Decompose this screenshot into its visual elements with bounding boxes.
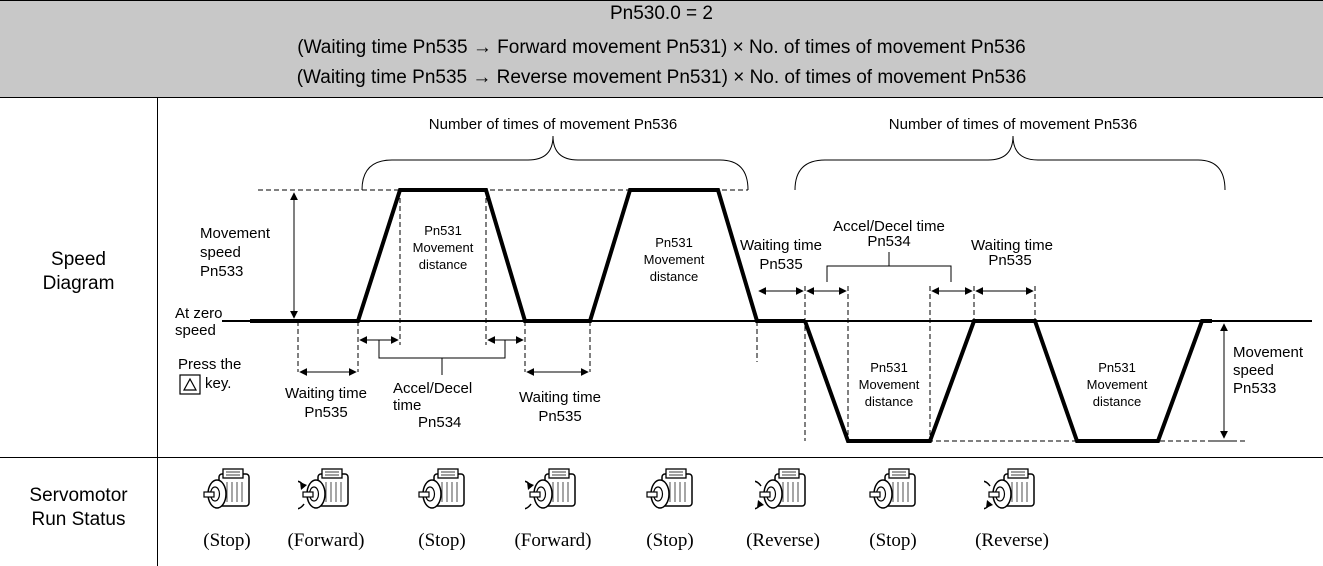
- run-status-label: (Forward): [514, 530, 592, 551]
- waiting-time-label-2: Waiting time Pn535: [519, 389, 601, 425]
- svg-text:speed: speed: [200, 244, 241, 261]
- svg-text:Pn534: Pn534: [867, 233, 910, 250]
- header-title-bar: Pn530.0 = 2: [0, 0, 1323, 28]
- reverse-brace-label: Number of times of movement Pn536: [889, 116, 1137, 133]
- svg-text:Pn535: Pn535: [538, 408, 581, 425]
- servomotor-icon: [984, 468, 1035, 510]
- svg-text:Pn533: Pn533: [200, 263, 243, 280]
- svg-text:Movement: Movement: [644, 252, 705, 267]
- svg-text:Pn531: Pn531: [870, 360, 908, 375]
- row-label-speed-diagram: Speed Diagram: [42, 249, 115, 294]
- accel-decel-label-left: Accel/Decel time Pn534: [393, 380, 472, 431]
- at-zero-speed-label: At zero speed: [175, 305, 223, 339]
- movement-distance-label-1: Pn531 Movement distance: [413, 223, 474, 272]
- waiting-time-label-3: Waiting time Pn535: [740, 237, 822, 273]
- run-status-label: (Forward): [287, 530, 365, 551]
- movement-distance-label-3: Pn531 Movement distance: [859, 360, 920, 409]
- press-key-label: Press the key.: [178, 356, 241, 392]
- accel-bracket-right: [826, 252, 952, 282]
- svg-text:Movement: Movement: [413, 240, 474, 255]
- svg-text:Waiting time: Waiting time: [740, 237, 822, 254]
- row-label-run-status: Servomotor Run Status: [29, 485, 128, 530]
- svg-text:Press the: Press the: [178, 356, 241, 373]
- row-divider: [0, 457, 1323, 458]
- svg-text:Movement: Movement: [1233, 344, 1304, 361]
- svg-text:distance: distance: [650, 269, 698, 284]
- forward-brace: [361, 135, 749, 191]
- movement-distance-label-4: Pn531 Movement distance: [1087, 360, 1148, 409]
- movement-speed-label-right: Movement speed Pn533: [1233, 344, 1304, 397]
- svg-text:Waiting time: Waiting time: [971, 237, 1053, 254]
- svg-text:distance: distance: [865, 394, 913, 409]
- svg-text:distance: distance: [1093, 394, 1141, 409]
- run-status-label: (Reverse): [975, 530, 1049, 551]
- svg-text:At zero: At zero: [175, 305, 223, 322]
- accel-bracket-left: [378, 340, 506, 375]
- header-formula-bar: (Waiting time Pn535 → Forward movement P…: [0, 27, 1323, 98]
- svg-text:Pn535: Pn535: [988, 252, 1031, 269]
- reverse-brace: [794, 135, 1226, 191]
- run-status-label: (Stop): [418, 530, 466, 551]
- svg-text:Accel/Decel: Accel/Decel: [393, 380, 472, 397]
- svg-text:distance: distance: [419, 257, 467, 272]
- row-label-divider: [157, 97, 158, 566]
- servomotor-icon: [525, 468, 576, 510]
- dashed-guides: [258, 189, 1245, 442]
- svg-text:key.: key.: [205, 375, 231, 392]
- servomotor-icon: [755, 468, 806, 510]
- servomotor-icon: [646, 468, 693, 509]
- svg-text:Movement: Movement: [859, 377, 920, 392]
- accel-decel-label-right: Accel/Decel time Pn534: [833, 218, 945, 250]
- run-status-label: (Stop): [869, 530, 917, 551]
- run-status-label: (Reverse): [746, 530, 820, 551]
- forward-brace-label: Number of times of movement Pn536: [429, 116, 677, 133]
- svg-text:speed: speed: [175, 322, 216, 339]
- servomotor-icon: [869, 468, 916, 509]
- movement-distance-label-2: Pn531 Movement distance: [644, 235, 705, 284]
- waiting-time-label-4: Waiting time Pn535: [971, 237, 1053, 269]
- run-status-label: (Stop): [646, 530, 694, 551]
- svg-text:Waiting time: Waiting time: [519, 389, 601, 406]
- header-formula-forward: (Waiting time Pn535 → Forward movement P…: [297, 37, 1026, 58]
- svg-text:Pn535: Pn535: [304, 404, 347, 421]
- servomotor-icon: [298, 468, 349, 510]
- movement-speed-label-left: Movement speed Pn533: [200, 225, 271, 280]
- up-key-icon: [179, 374, 201, 395]
- header-formula-reverse: (Waiting time Pn535 → Reverse movement P…: [296, 67, 1027, 88]
- svg-text:Movement: Movement: [200, 225, 271, 242]
- svg-text:Waiting time: Waiting time: [285, 385, 367, 402]
- servomotor-icon: [418, 468, 465, 509]
- svg-text:Pn531: Pn531: [655, 235, 693, 250]
- header-title: Pn530.0 = 2: [609, 3, 713, 24]
- waiting-time-label-1: Waiting time Pn535: [285, 385, 367, 421]
- svg-text:time: time: [393, 397, 421, 414]
- servomotor-icon: [203, 468, 250, 509]
- speed-profile-forward: [250, 188, 805, 323]
- svg-text:Accel/Decel time: Accel/Decel time: [833, 218, 945, 235]
- svg-text:Pn533: Pn533: [1233, 380, 1276, 397]
- svg-text:Pn535: Pn535: [759, 256, 802, 273]
- svg-text:speed: speed: [1233, 362, 1274, 379]
- svg-text:Pn531: Pn531: [424, 223, 462, 238]
- svg-text:Pn531: Pn531: [1098, 360, 1136, 375]
- run-status-label: (Stop): [203, 530, 251, 551]
- svg-text:Pn534: Pn534: [418, 414, 461, 431]
- svg-text:Movement: Movement: [1087, 377, 1148, 392]
